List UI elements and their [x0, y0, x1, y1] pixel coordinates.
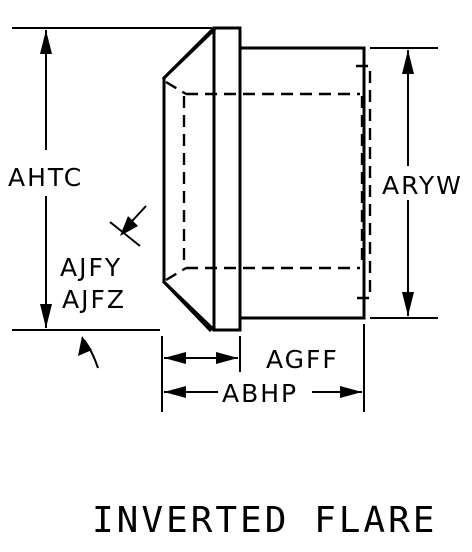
arrow-up-icon: [402, 50, 414, 74]
arrow-up-icon: [78, 336, 92, 356]
arrow-left-icon: [164, 352, 186, 364]
diagram-caption: INVERTED FLARE: [92, 500, 437, 541]
flare-chamfer-top: [161, 27, 217, 81]
body-outline: [238, 46, 366, 320]
hidden-cone-top: [165, 80, 187, 96]
arrow-right-icon: [216, 352, 238, 364]
arrow-down-left-icon: [120, 216, 138, 236]
dim-overall-length: ABHP: [164, 324, 365, 412]
arrow-right-icon: [340, 386, 362, 398]
dim-body-diameter: ARYW: [370, 47, 463, 319]
overall-length-label: ABHP: [222, 379, 298, 408]
overall-height-label: AHTC: [8, 163, 83, 192]
arrow-left-icon: [164, 386, 186, 398]
flange-outline: [162, 26, 242, 332]
part-outline: [161, 26, 366, 333]
head-length-label: AGFF: [266, 345, 339, 374]
dim-overall-height: AHTC: [8, 27, 212, 331]
dim-flare-angle: AJFY AJFZ: [60, 205, 147, 369]
body-diameter-label: ARYW: [382, 171, 463, 200]
arrow-up-icon: [40, 30, 52, 54]
dim-head-length: AGFF: [161, 336, 339, 412]
flare-angle-label-2: AJFZ: [62, 285, 126, 314]
hidden-lines: [165, 64, 372, 300]
arrow-down-icon: [402, 292, 414, 316]
hidden-thread-relief: [356, 64, 372, 300]
arrow-down-icon: [40, 304, 52, 328]
hidden-cone-bottom: [165, 266, 187, 282]
flare-angle-label-1: AJFY: [60, 253, 122, 282]
flare-chamfer-bottom: [161, 279, 213, 333]
